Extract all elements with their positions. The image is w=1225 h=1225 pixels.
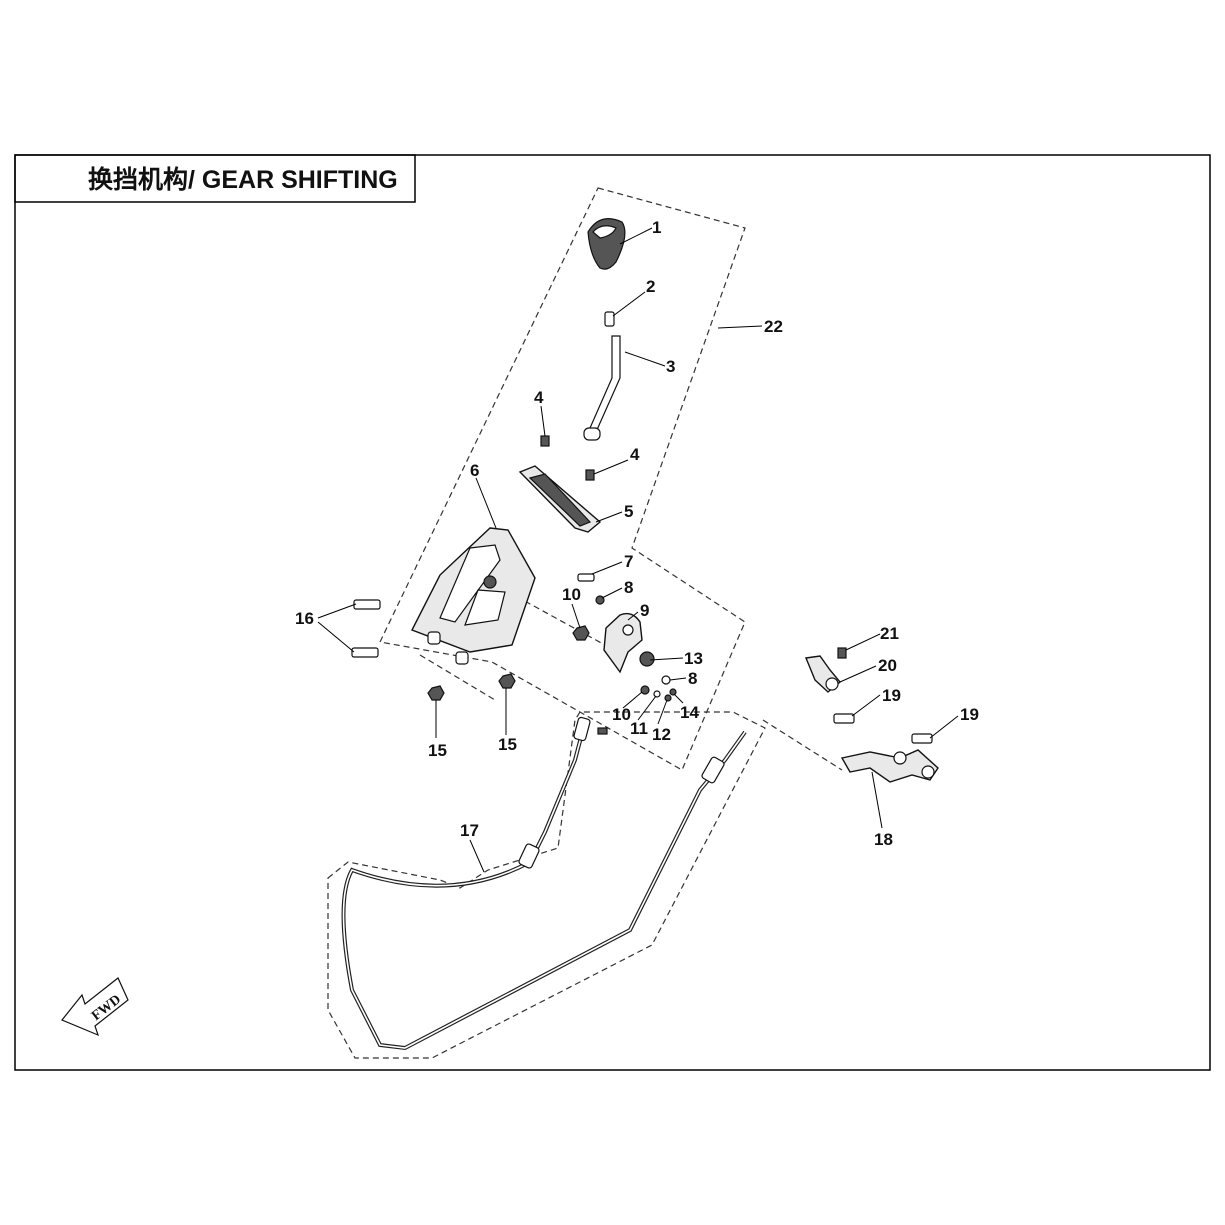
assembly-22-outline: [379, 187, 746, 771]
bolt-16-lower: [351, 647, 379, 658]
callout-8-upper: 8: [624, 578, 633, 597]
callout-1: 1: [652, 218, 661, 237]
callout-13: 13: [684, 649, 703, 668]
callout-11: 11: [630, 719, 648, 738]
callout-21: 21: [880, 624, 899, 643]
title-box: [14, 154, 416, 203]
assembly-18-link: [762, 719, 843, 771]
callout-6: 6: [470, 461, 479, 480]
callout-17: 17: [460, 821, 479, 840]
shift-bushing: [604, 311, 615, 327]
bolt-7: [577, 573, 595, 582]
callout-15-right: 15: [498, 735, 517, 754]
bolt-21: [837, 647, 847, 659]
callout-4-upper: 4: [534, 388, 544, 407]
nut-15-right: [498, 673, 516, 689]
bolt-19-left: [833, 713, 855, 724]
callouts: 1 2 3 4 4 5 6 7 8 8 9 10 10 11 12 13 14 …: [295, 218, 979, 849]
bolt-4-lower: [585, 469, 595, 481]
callout-14: 14: [680, 703, 699, 722]
nut-15-left: [427, 685, 445, 701]
shift-rod: [840, 749, 939, 783]
leader-lines: [317, 227, 959, 873]
callout-18: 18: [874, 830, 893, 849]
shift-bracket: [411, 527, 536, 665]
shift-knob: [587, 218, 626, 270]
washer-11: [653, 690, 661, 698]
nut-10-lower: [640, 685, 650, 695]
bolt-4-upper: [540, 435, 550, 447]
shift-lever-rod: [583, 335, 621, 441]
washer-12: [664, 694, 672, 702]
callout-20: 20: [878, 656, 897, 675]
callout-10-upper: 10: [562, 585, 581, 604]
bolt-16-upper: [353, 599, 381, 610]
callout-5: 5: [624, 502, 633, 521]
axis-line-15: [419, 654, 496, 701]
callout-7: 7: [624, 552, 633, 571]
callout-9: 9: [640, 601, 649, 620]
callout-19-left: 19: [882, 686, 901, 705]
shift-arm: [603, 612, 643, 674]
diagram-title: 换挡机构/ GEAR SHIFTING: [88, 166, 398, 194]
bolt-19-right: [911, 733, 933, 744]
callout-2: 2: [646, 277, 655, 296]
washer-8-lower: [661, 675, 671, 685]
fwd-arrow-icon: FWD: [61, 977, 129, 1037]
callout-8-lower: 8: [688, 669, 697, 688]
shift-bracket-20: [805, 655, 841, 693]
nut-14: [669, 688, 677, 696]
callout-19-right: 19: [960, 705, 979, 724]
callout-22: 22: [764, 317, 783, 336]
callout-16: 16: [295, 609, 314, 628]
nut-10-upper: [572, 625, 590, 641]
shift-cable: [341, 716, 747, 1051]
assembly-17-outline: [327, 711, 766, 1059]
callout-3: 3: [666, 357, 675, 376]
callout-12: 12: [652, 725, 671, 744]
diagram-frame: [14, 154, 1211, 1071]
callout-15-left: 15: [428, 741, 447, 760]
shift-cover-plate: [518, 465, 602, 533]
circlip-13: [639, 651, 655, 667]
callout-4-lower: 4: [630, 445, 640, 464]
callout-10-lower: 10: [612, 705, 631, 724]
